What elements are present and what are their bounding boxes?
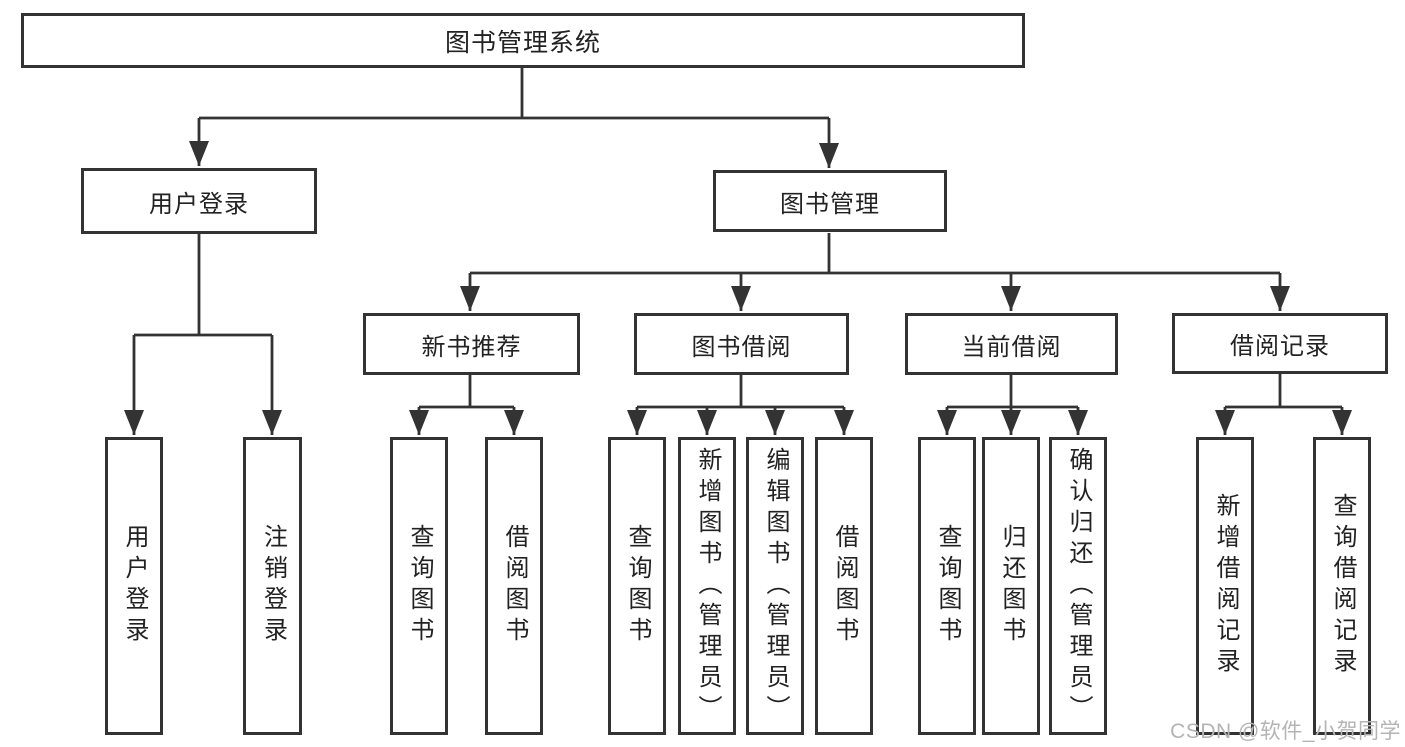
leaf-current-query-label: 查询图书 xyxy=(934,524,961,648)
leaf-newbook-borrow: 借阅图书 xyxy=(485,437,543,735)
leaf-current-confirm-admin-label: 确认归还（管理员） xyxy=(1065,446,1092,726)
node-borrow-records: 借阅记录 xyxy=(1172,313,1388,374)
leaf-borrow-borrow: 借阅图书 xyxy=(815,437,873,735)
leaf-borrow-query: 查询图书 xyxy=(608,437,666,735)
leaf-user-login-label: 用户登录 xyxy=(121,524,148,648)
leaf-borrow-borrow-label: 借阅图书 xyxy=(831,524,858,648)
rail-root xyxy=(199,68,829,120)
watermark: CSDN @软件_小贺同学 xyxy=(1170,720,1401,743)
node-book-borrow-label: 图书借阅 xyxy=(691,333,792,361)
rail-book-management xyxy=(470,233,1280,275)
node-book-management-label: 图书管理 xyxy=(780,190,880,218)
leaf-borrow-add-admin: 新增图书（管理员） xyxy=(678,437,736,735)
leaf-user-login: 用户登录 xyxy=(105,437,163,735)
node-book-borrow: 图书借阅 xyxy=(634,313,849,375)
leaf-borrow-add-admin-label: 新增图书（管理员） xyxy=(694,446,721,726)
node-borrow-records-label: 借阅记录 xyxy=(1230,333,1330,360)
leaf-records-query-label: 查询借阅记录 xyxy=(1329,493,1356,679)
leaf-current-confirm-admin: 确认归还（管理员） xyxy=(1049,437,1107,735)
leaf-borrow-edit-admin-label: 编辑图书（管理员） xyxy=(762,446,789,726)
rail-borrow-records xyxy=(1225,374,1342,409)
rail-user-login xyxy=(134,234,272,337)
leaf-current-query: 查询图书 xyxy=(918,437,976,735)
node-current-borrow: 当前借阅 xyxy=(905,313,1118,375)
leaf-newbook-query-label: 查询图书 xyxy=(406,524,433,648)
node-new-book-recommend: 新书推荐 xyxy=(363,313,580,375)
leaf-logout: 注销登录 xyxy=(243,437,302,735)
node-new-book-recommend-label: 新书推荐 xyxy=(421,333,522,361)
node-root: 图书管理系统 xyxy=(21,13,1025,68)
leaf-records-query: 查询借阅记录 xyxy=(1313,437,1371,735)
node-root-label: 图书管理系统 xyxy=(444,28,601,57)
node-user-login: 用户登录 xyxy=(81,168,317,234)
leaf-current-return: 归还图书 xyxy=(982,437,1040,735)
node-user-login-label: 用户登录 xyxy=(149,190,249,218)
leaf-records-add-label: 新增借阅记录 xyxy=(1212,493,1239,679)
node-book-management: 图书管理 xyxy=(713,170,947,232)
leaf-borrow-query-label: 查询图书 xyxy=(624,524,651,648)
rail-new-book xyxy=(419,375,514,409)
rail-current-borrow xyxy=(947,375,1078,409)
node-current-borrow-label: 当前借阅 xyxy=(961,333,1062,361)
leaf-newbook-borrow-label: 借阅图书 xyxy=(501,524,528,648)
leaf-logout-label: 注销登录 xyxy=(259,524,287,648)
leaf-borrow-edit-admin: 编辑图书（管理员） xyxy=(746,437,804,735)
leaf-records-add: 新增借阅记录 xyxy=(1196,437,1254,735)
rail-book-borrow xyxy=(637,375,844,409)
leaf-newbook-query: 查询图书 xyxy=(390,437,448,735)
leaf-current-return-label: 归还图书 xyxy=(998,524,1025,648)
